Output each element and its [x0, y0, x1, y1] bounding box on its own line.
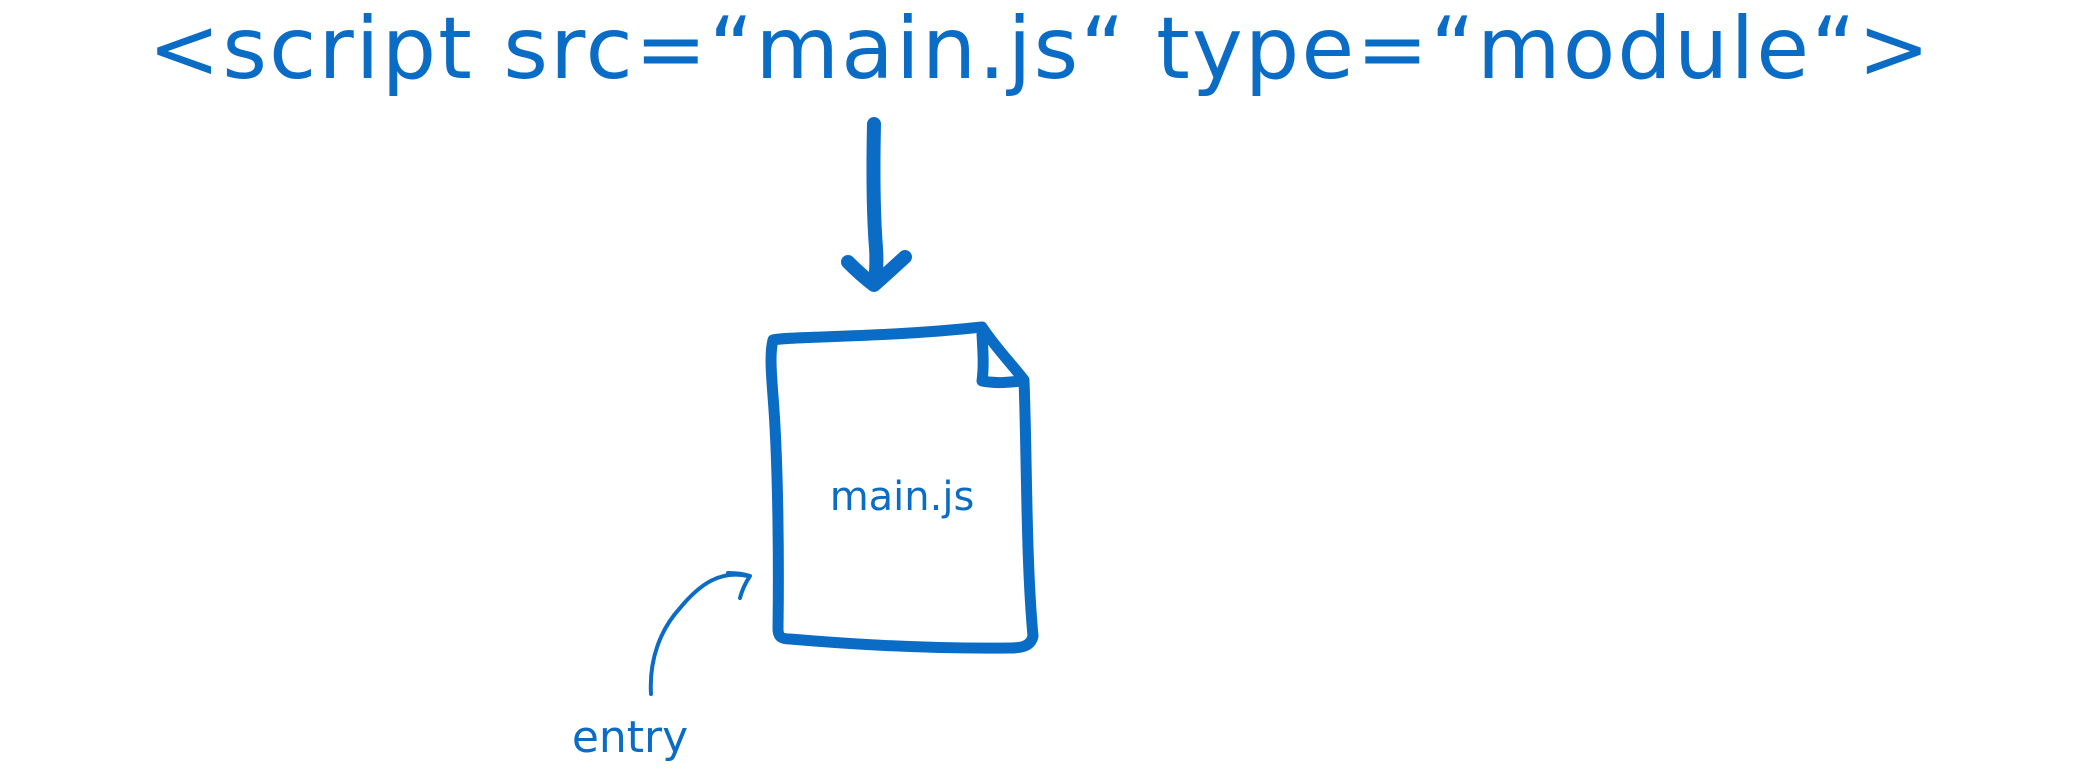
script-tag-text: <script src=“main.js“ type=“module“> — [148, 0, 1932, 99]
document-icon — [765, 321, 1039, 654]
file-label: main.js — [830, 474, 975, 520]
arrow-down-icon — [841, 117, 912, 292]
curved-arrow-icon — [648, 571, 752, 696]
entry-label: entry — [572, 712, 688, 763]
